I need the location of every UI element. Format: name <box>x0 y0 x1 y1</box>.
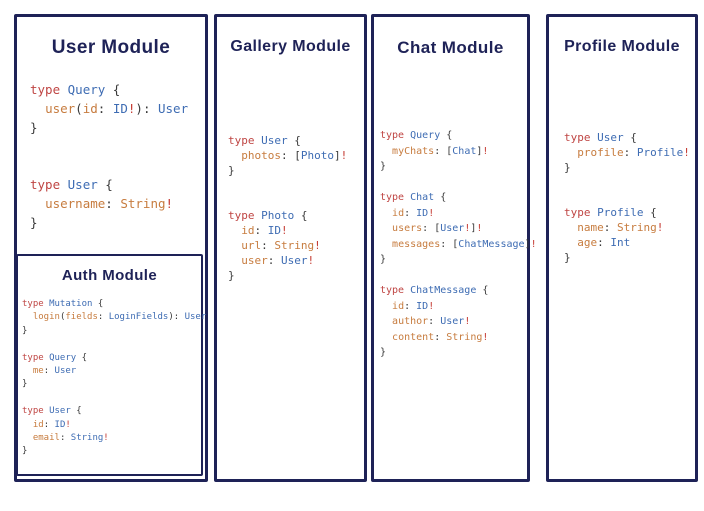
code-line: type Profile { <box>564 206 657 219</box>
code-line: type Query { <box>22 352 88 363</box>
code-line <box>380 175 537 191</box>
code-line: profile: Profile! <box>577 146 690 159</box>
code-line: } <box>380 161 387 172</box>
profile-module-code-block: type User { profile: Profile!} type Prof… <box>564 130 690 265</box>
code-line: photos: [Photo]! <box>241 149 348 162</box>
user-module-code-block: type Query { user(id: ID!): User} type U… <box>30 80 188 232</box>
code-line: user(id: ID!): User <box>45 101 189 116</box>
code-line: } <box>564 251 571 264</box>
code-line: } <box>228 269 235 282</box>
code-line <box>228 178 347 193</box>
code-line: content: String! <box>392 331 489 343</box>
code-line: type User { <box>22 406 82 417</box>
code-line: type ChatMessage { <box>380 285 489 296</box>
code-line: } <box>228 164 235 177</box>
code-line: login(fields: LoginFields): User <box>32 312 207 323</box>
code-line <box>22 338 206 351</box>
code-line: url: String! <box>241 239 321 252</box>
code-line: messages: [ChatMessage]! <box>392 238 537 250</box>
code-line: users: [User!]! <box>392 223 483 234</box>
user-module-title: User Module <box>51 37 171 58</box>
code-line: type Photo { <box>228 209 308 222</box>
code-line: id: ID! <box>392 300 435 312</box>
code-line: type Query { <box>380 130 453 141</box>
code-line: id: ID! <box>32 419 71 430</box>
code-line: type Query { <box>30 82 121 97</box>
chat-module-panel: Chat Module <box>371 14 530 482</box>
code-line <box>564 190 690 205</box>
code-line: myChats: [Chat]! <box>392 145 489 157</box>
code-line: type User { <box>564 131 637 144</box>
code-line: email: String! <box>32 433 109 444</box>
profile-module-panel: Profile Module <box>546 14 698 482</box>
auth-module-panel: Auth Module <box>16 254 203 476</box>
code-line: id: ID! <box>241 224 288 237</box>
code-line <box>380 268 537 284</box>
code-line <box>564 175 690 190</box>
code-line <box>30 156 188 175</box>
chat-module-code-block: type Query { myChats: [Chat]!} type Chat… <box>380 128 537 361</box>
code-line <box>30 137 188 156</box>
code-line: } <box>380 347 387 358</box>
chat-module-title: Chat Module <box>397 38 504 57</box>
code-line: } <box>22 325 28 336</box>
code-line: author: User! <box>392 316 471 327</box>
code-line: } <box>30 215 38 230</box>
code-line: } <box>564 161 571 174</box>
code-line: } <box>30 120 38 135</box>
code-line: me: User <box>32 366 77 377</box>
code-line: type Mutation { <box>22 299 104 309</box>
code-line <box>22 392 206 405</box>
code-line: age: Int <box>577 236 631 249</box>
profile-module-title: Profile Module <box>564 38 680 55</box>
gallery-module-panel: Gallery Module <box>214 14 367 482</box>
code-line: username: String! <box>45 196 174 211</box>
code-line: } <box>22 379 28 390</box>
code-line: } <box>380 254 387 265</box>
code-line: type User { <box>30 177 113 192</box>
code-line: name: String! <box>577 221 664 234</box>
code-line: id: ID! <box>392 207 435 219</box>
auth-module-title: Auth Module <box>61 267 158 284</box>
gallery-module-code-block: type User { photos: [Photo]!} type Photo… <box>228 133 347 283</box>
code-line: user: User! <box>241 254 315 267</box>
code-line: type User { <box>228 134 301 147</box>
code-line <box>228 193 347 208</box>
code-line: } <box>22 446 28 457</box>
auth-module-code-block: type Mutation { login(fields: LoginField… <box>22 298 206 459</box>
gallery-module-title: Gallery Module <box>230 38 351 55</box>
code-line: type Chat { <box>380 192 447 203</box>
